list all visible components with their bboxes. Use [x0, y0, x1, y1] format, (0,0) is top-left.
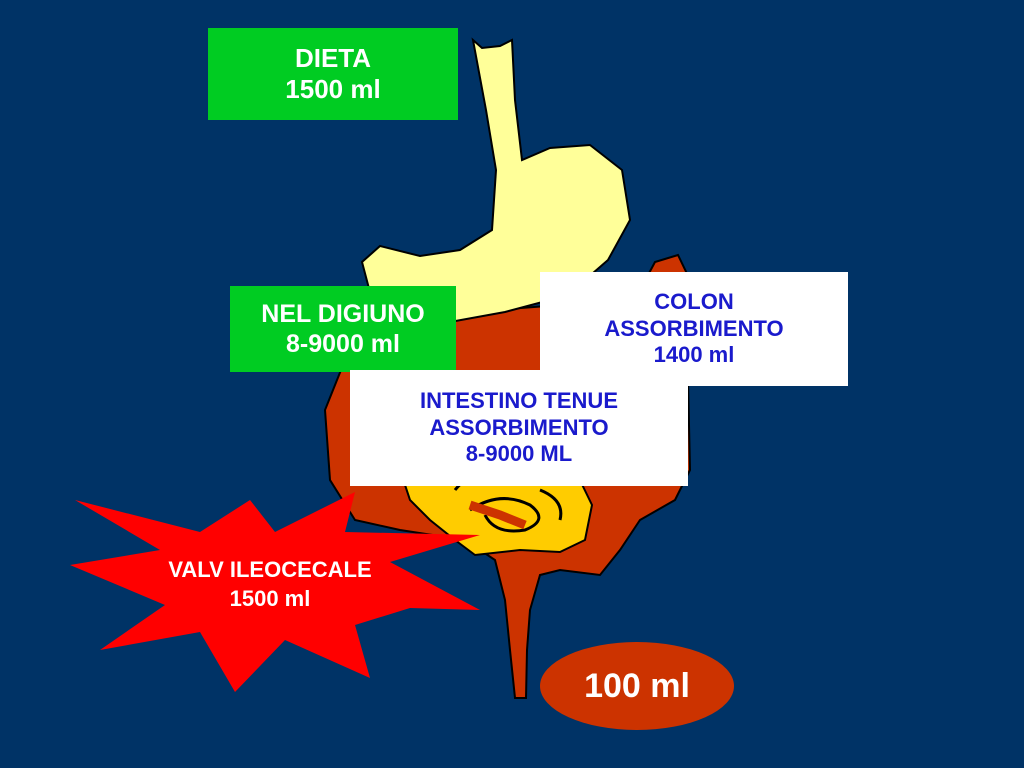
valvola-volume: 1500 ml — [229, 585, 311, 611]
dieta-label: DIETA 1500 ml — [208, 28, 458, 120]
digiuno-title: NEL DIGIUNO — [261, 300, 425, 328]
ileocecal-valve-burst — [70, 492, 480, 692]
colon-label: COLON ASSORBIMENTO 1400 ml — [540, 272, 848, 386]
dieta-volume: 1500 ml — [285, 74, 381, 104]
intestino-tenue-label: INTESTINO TENUE ASSORBIMENTO 8-9000 ML — [350, 370, 688, 486]
output-volume: 100 ml — [584, 666, 690, 705]
tenue-title: INTESTINO TENUE — [419, 388, 618, 414]
valvola-title: VALV ILEOCECALE — [168, 557, 372, 582]
ileocecal-connection — [468, 500, 527, 530]
tenue-volume: 8-9000 ML — [465, 441, 573, 467]
colon-subtitle: ASSORBIMENTO — [604, 315, 784, 341]
colon-volume: 1400 ml — [653, 342, 735, 368]
valvola-label: VALV ILEOCECALE 1500 ml — [120, 556, 420, 613]
colon-title: COLON — [654, 289, 734, 315]
dieta-title: DIETA — [294, 42, 372, 73]
output-volume-oval: 100 ml — [540, 642, 734, 730]
digiuno-label: NEL DIGIUNO 8-9000 ml — [230, 286, 456, 372]
tenue-subtitle: ASSORBIMENTO — [429, 414, 609, 440]
digiuno-volume: 8-9000 ml — [286, 330, 400, 358]
